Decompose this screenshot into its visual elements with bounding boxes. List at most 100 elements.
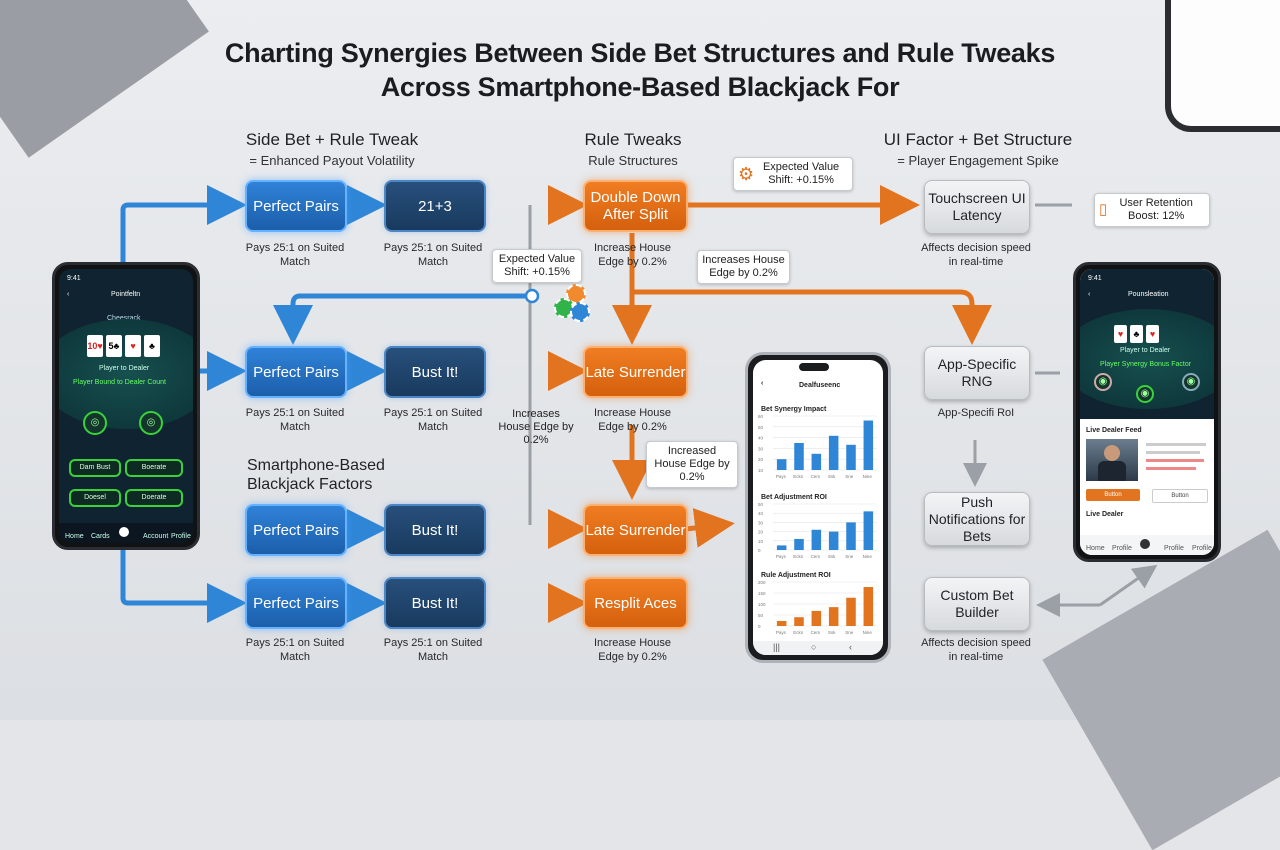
x-tick-label: Pays bbox=[776, 630, 787, 635]
column-heading-middle: Rule Tweaks Rule Structures bbox=[553, 130, 713, 168]
app-header: Pointfeltn bbox=[111, 291, 141, 298]
column-heading-left-title: Side Bet + Rule Tweak bbox=[245, 130, 419, 149]
ui-factor-box[interactable]: Custom Bet Builder bbox=[924, 577, 1030, 631]
app-subheader: Cheesrack bbox=[107, 315, 140, 322]
side-bet-box[interactable]: Perfect Pairs bbox=[245, 346, 347, 398]
status-time: 9:41 bbox=[67, 275, 81, 282]
side-bet-box[interactable]: Perfect Pairs bbox=[245, 504, 347, 556]
bet-button[interactable]: Doerate bbox=[125, 489, 183, 507]
nav-profile[interactable]: Profile bbox=[1192, 545, 1212, 552]
x-tick-label: Nine bbox=[863, 474, 873, 479]
nav-profile[interactable]: Profile bbox=[1112, 545, 1132, 552]
table-label: Player to Dealer bbox=[1120, 347, 1171, 354]
bet-chip[interactable]: ◉ bbox=[1136, 385, 1154, 403]
dealer-face bbox=[1104, 445, 1120, 461]
column-heading-right: UI Factor + Bet Structure = Player Engag… bbox=[858, 130, 1098, 168]
feed-title: Live Dealer Feed bbox=[1086, 427, 1142, 434]
bet-structure-box[interactable]: Bust It! bbox=[384, 577, 486, 629]
bet-structure-box[interactable]: Bust It! bbox=[384, 346, 486, 398]
chips-icon bbox=[552, 284, 590, 324]
table-label: Player to Dealer bbox=[99, 365, 150, 372]
back-icon[interactable]: ‹ bbox=[761, 380, 764, 387]
rule-tweak-box[interactable]: Late Surrender bbox=[583, 504, 688, 556]
column-heading-right-title: UI Factor + Bet Structure bbox=[883, 130, 1073, 149]
side-bet-box[interactable]: Perfect Pairs bbox=[245, 577, 347, 629]
playing-card: ♥ bbox=[1114, 325, 1127, 343]
nav-profile[interactable]: Profile bbox=[1164, 545, 1184, 552]
home-button[interactable] bbox=[119, 527, 129, 537]
nav-home[interactable]: Home bbox=[65, 533, 84, 540]
x-tick-label: Pays bbox=[776, 474, 787, 479]
back-icon[interactable]: ‹ bbox=[67, 291, 70, 298]
bet-chip[interactable]: ◉ bbox=[1182, 373, 1200, 391]
nav-cards[interactable]: Cards bbox=[91, 533, 110, 540]
bet-chip[interactable]: ◎ bbox=[83, 411, 107, 435]
playing-card: ♥ bbox=[125, 335, 141, 357]
menu-icon[interactable]: ||| bbox=[773, 642, 781, 652]
x-tick-label: Sne bbox=[845, 554, 854, 559]
y-tick-label: 30 bbox=[758, 520, 764, 525]
y-tick-label: 50 bbox=[758, 425, 764, 430]
ui-factor-box[interactable]: App-Specific RNG bbox=[924, 346, 1030, 400]
blue-flow-lines bbox=[120, 185, 530, 623]
chart-bar bbox=[863, 420, 874, 470]
y-tick-label: 10 bbox=[758, 539, 764, 544]
rule-tweak-note: Increase House Edge by 0.2% bbox=[593, 637, 672, 663]
home-icon[interactable]: ○ bbox=[811, 642, 817, 652]
chart-bar bbox=[828, 435, 839, 470]
nav-account[interactable]: Account bbox=[143, 533, 169, 540]
back-icon[interactable]: ‹ bbox=[849, 642, 852, 652]
bet-chip[interactable]: ◉ bbox=[1094, 373, 1112, 391]
bet-button[interactable]: Dam Bust bbox=[69, 459, 121, 477]
action-button[interactable]: Button bbox=[1152, 489, 1208, 503]
bet-chip[interactable]: ◎ bbox=[139, 411, 163, 435]
x-tick-label: Cem bbox=[811, 630, 821, 635]
expected-value-text: Expected Value Shift: +0.15% bbox=[762, 161, 840, 186]
feed-line bbox=[1146, 467, 1196, 470]
rule-tweak-box[interactable]: Resplit Aces bbox=[583, 577, 688, 629]
y-tick-label: 100 bbox=[758, 602, 766, 607]
x-tick-label: Ssk bbox=[828, 630, 836, 635]
rule-tweak-note: Increase House Edge by 0.2% bbox=[593, 407, 672, 433]
ui-factor-note: Affects decision speed in real-time bbox=[921, 242, 1031, 268]
chart-bar bbox=[776, 459, 787, 470]
playing-card: ♣ bbox=[1130, 325, 1143, 343]
column-heading-middle-title: Rule Tweaks bbox=[584, 130, 682, 149]
section-heading: Smartphone-Based Blackjack Factors bbox=[247, 457, 385, 493]
table-label-2: Player Synergy Bonus Factor bbox=[1100, 361, 1192, 368]
x-tick-label: Cem bbox=[811, 474, 821, 479]
bottom-nav: ||| ○ ‹ bbox=[753, 641, 883, 655]
column-heading-left: Side Bet + Rule Tweak = Enhanced Payout … bbox=[222, 130, 442, 168]
bet-structure-box[interactable]: Bust It! bbox=[384, 504, 486, 556]
dealer-video[interactable] bbox=[1086, 439, 1138, 481]
expected-value-callout: Expected Value Shift: +0.15% bbox=[492, 249, 582, 283]
action-button[interactable]: Button bbox=[1086, 489, 1140, 501]
rule-tweak-box[interactable]: Late Surrender bbox=[583, 346, 688, 398]
ui-factor-box[interactable]: Push Notifications for Bets bbox=[924, 492, 1030, 546]
nav-profile[interactable]: Profile bbox=[171, 533, 191, 540]
dealer-suit bbox=[1098, 461, 1126, 481]
chart-bar bbox=[828, 607, 839, 626]
notch bbox=[799, 363, 829, 371]
nav-home[interactable]: Home bbox=[1086, 545, 1105, 552]
x-tick-label: Pays bbox=[776, 554, 787, 559]
rule-tweak-box[interactable]: Double Down After Split bbox=[583, 180, 688, 232]
y-tick-label: 40 bbox=[758, 436, 764, 441]
home-button[interactable] bbox=[1140, 539, 1150, 549]
back-icon[interactable]: ‹ bbox=[1088, 291, 1091, 298]
right-phone: 9:41 ‹ Pounsleation ♥ ♣ ♥ Player to Deal… bbox=[1073, 262, 1221, 562]
chart-bar bbox=[811, 529, 822, 550]
chart-bar bbox=[794, 617, 804, 626]
bet-button[interactable]: Boerate bbox=[125, 459, 183, 477]
bet-structure-note: Pays 25:1 on Suited Match bbox=[383, 407, 483, 433]
bet-button[interactable]: Doesel bbox=[69, 489, 121, 507]
chart-bar bbox=[846, 444, 856, 470]
ui-factor-note: App-Specifi RoI bbox=[937, 407, 1015, 419]
bottom-nav: Home Profile Profile Profile bbox=[1080, 535, 1214, 555]
ui-factor-box[interactable]: Touchscreen UI Latency bbox=[924, 180, 1030, 234]
app-header: Pounsleation bbox=[1128, 291, 1169, 298]
bet-structure-box[interactable]: 21+3 bbox=[384, 180, 486, 232]
side-bet-box[interactable]: Perfect Pairs bbox=[245, 180, 347, 232]
